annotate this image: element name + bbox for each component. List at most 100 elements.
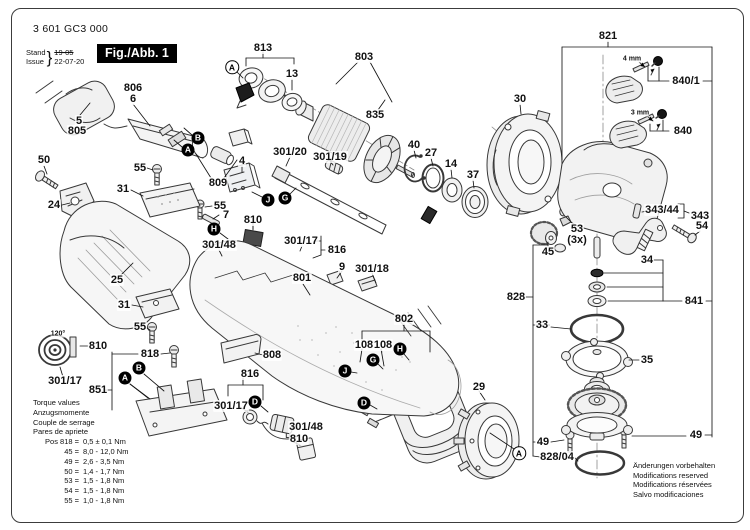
ref-marker-G: G <box>278 191 292 205</box>
part-label-810: 810 <box>242 214 264 226</box>
part-label-25: 25 <box>109 274 125 286</box>
clamp-lever-lower-drawing <box>609 109 667 149</box>
spiral-spring-810-drawing <box>38 334 77 366</box>
torque-row: 54 =1,5 - 1,8 Nm <box>64 486 125 496</box>
annotation-angle120: 120° <box>50 330 66 338</box>
part-label-45: 45 <box>540 246 556 258</box>
cover-plate-31-top-drawing <box>139 182 201 218</box>
part-label-343: 343 <box>689 210 711 222</box>
part-label-30117: 301/17 <box>47 375 83 387</box>
screw-55a <box>152 164 162 186</box>
part-label-6: 6 <box>128 93 138 105</box>
revision-block: Stand Issue } 19-05 22-07-20 <box>26 48 84 66</box>
part-label-35: 35 <box>639 354 655 366</box>
part-label-813: 813 <box>252 42 274 54</box>
part-label-803: 803 <box>353 51 375 63</box>
part-label-30117: 301/17 <box>213 400 249 412</box>
figure-title-badge: Fig./Abb. 1 <box>97 44 177 63</box>
old-revision-date: 19-05 <box>54 48 74 57</box>
part-label-55: 55 <box>132 162 148 174</box>
support-bar-drawing <box>271 165 387 235</box>
part-label-5: 5 <box>74 115 84 127</box>
motor-housing-801-drawing <box>189 240 462 417</box>
brush-plate-851-drawing <box>135 378 228 437</box>
part-label-7: 7 <box>221 209 231 221</box>
annotation-mm3: 3 mm <box>630 109 650 117</box>
ref-marker-B: B <box>132 361 146 375</box>
part-label-802: 802 <box>393 313 415 325</box>
part-label-30119: 301/19 <box>312 151 348 163</box>
end-cover-29-drawing <box>453 402 520 480</box>
torque-title: Pares de apriete <box>33 427 89 437</box>
part-label-805: 805 <box>66 125 88 137</box>
spindle-lock-drawing <box>612 203 667 255</box>
ref-marker-A: A <box>118 371 132 385</box>
part-label-808: 808 <box>261 349 283 361</box>
torque-row: 45 =8,0 - 12,0 Nm <box>64 446 129 456</box>
ref-marker-H: H <box>393 342 407 356</box>
part-label-810: 810 <box>87 340 109 352</box>
torque-title: Couple de serrage <box>33 417 95 427</box>
part-label-30118: 301/18 <box>354 263 390 275</box>
torque-row: 53 =1,5 - 1,8 Nm <box>64 476 125 486</box>
part-label-31: 31 <box>116 299 132 311</box>
part-label-34344: 343/44 <box>644 204 680 216</box>
annotation-mm4: 4 mm <box>622 55 642 63</box>
switch-cable-drawing <box>242 409 317 461</box>
torque-row: 49 =2,6 - 3,5 Nm <box>64 456 125 466</box>
part-label-31: 31 <box>115 183 131 195</box>
part-label-49: 49 <box>688 429 704 441</box>
part-label-33: 33 <box>534 319 550 331</box>
part-label-34: 34 <box>639 254 655 266</box>
part-label-53: 53 <box>569 223 585 235</box>
part-label-4: 4 <box>237 155 247 167</box>
ref-marker-H: H <box>207 222 221 236</box>
part-label-835: 835 <box>364 109 386 121</box>
ref-marker-G: G <box>366 353 380 367</box>
part-label-50: 50 <box>36 154 52 166</box>
part-label-816: 816 <box>326 244 348 256</box>
ref-marker-B: B <box>191 131 205 145</box>
measure-arrow-icons <box>638 61 661 131</box>
part-label-54: 54 <box>694 220 710 232</box>
torque-table: Torque values Anzugsmomente Couple de se… <box>33 398 128 506</box>
part-label-8401: 840/1 <box>671 75 701 87</box>
part-label-816: 816 <box>239 368 261 380</box>
part-label-40: 40 <box>406 139 422 151</box>
revision-date: 22-07-20 <box>54 57 85 66</box>
part-label-82804: 828/04 <box>539 451 575 463</box>
ref-marker-A: A <box>512 446 526 460</box>
torque-title: Anzugsmomente <box>33 407 90 417</box>
part-label-821: 821 <box>597 30 619 42</box>
part-label-30120: 301/20 <box>272 146 308 158</box>
part-label-818: 818 <box>139 348 161 360</box>
screw-818 <box>169 345 179 368</box>
part-label-840: 840 <box>672 125 694 137</box>
part-label-810: 810 <box>288 433 310 445</box>
part-label-828: 828 <box>505 291 527 303</box>
ref-marker-J: J <box>338 364 352 378</box>
bearing-flange-30-drawing <box>486 110 563 217</box>
part-label-108: 108 <box>353 339 375 351</box>
part-label-27: 27 <box>423 147 439 159</box>
cover-plate-31-bottom-drawing <box>135 288 180 319</box>
part-label-108: 108 <box>372 339 394 351</box>
part-label-24: 24 <box>46 199 62 211</box>
stand-label: Stand <box>26 48 46 57</box>
brace-glyph: } <box>46 47 53 67</box>
torque-row: 55 =1,0 - 1,8 Nm <box>64 495 125 505</box>
switch-blocks-drawing <box>158 123 261 193</box>
part-label-30: 30 <box>512 93 528 105</box>
part-label-806: 806 <box>122 82 144 94</box>
torque-title: Torque values <box>33 398 80 407</box>
part-label-801: 801 <box>291 272 313 284</box>
screw-54 <box>671 224 697 244</box>
part-label-37: 37 <box>465 169 481 181</box>
part-label-13: 13 <box>284 68 300 80</box>
armature-drawing <box>283 94 415 184</box>
part-label-30148: 301/48 <box>288 421 324 433</box>
bearing-set-813-drawing <box>235 67 303 112</box>
torque-row: Pos 818 =0,5 ± 0,1 Nm <box>45 437 126 447</box>
modifications-notice: Änderungen vorbehalten Modifications res… <box>633 461 716 499</box>
